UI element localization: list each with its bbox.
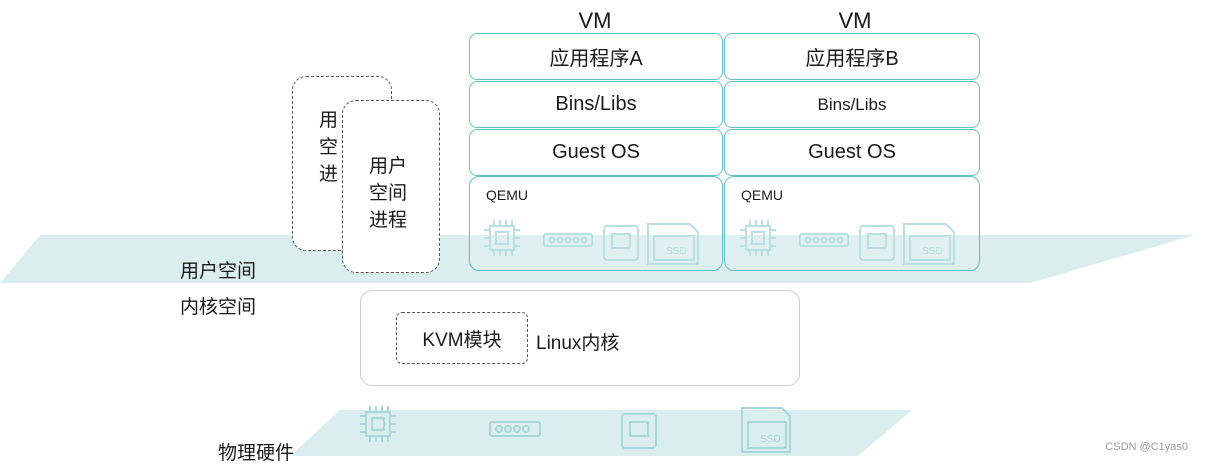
process-front-line1: 用户 [369,156,408,177]
process-front-line3: 进程 [369,210,408,231]
vm-a-title: VM [578,8,612,33]
ssd-label: SSD [666,246,687,257]
cpu-icon [360,406,396,442]
process-back-line3: 进 [319,164,339,185]
network-card-icon [603,225,639,261]
memory-icon [799,233,849,247]
linux-kernel-box [360,290,800,386]
linux-kernel-label: Linux内核 [536,333,620,354]
process-back-line2: 空 [319,137,339,158]
user-space-label: 用户空间 [180,261,257,282]
vm-b-hardware-icons: SSD [740,220,955,265]
vm-a-hardware-icons: SSD [484,220,699,265]
ssd-label: SSD [922,246,943,257]
vm-b-title: VM [838,8,872,33]
vm-b-qemu-label: QEMU [741,187,783,203]
vm-a-app: 应用程序A [469,33,723,80]
ssd-icon [647,223,699,265]
process-back-line1: 用 [319,110,339,131]
memory-icon [543,233,593,247]
user-process-front: 用户 空间 进程 [342,100,440,273]
physical-hardware-icons: SSD [360,406,791,453]
kvm-module: KVM模块 [396,312,528,364]
process-front-line2: 空间 [369,183,408,204]
vm-a-guest-os: Guest OS [469,129,723,176]
vm-b-app: 应用程序B [724,33,980,80]
cpu-icon [484,220,520,256]
kernel-space-label: 内核空间 [180,297,257,318]
ssd-icon [741,407,791,453]
vm-a-libs: Bins/Libs [469,81,723,128]
vm-a-qemu-label: QEMU [486,187,528,203]
ssd-label: SSD [760,434,781,445]
vm-b-libs: Bins/Libs [724,81,980,128]
vm-b-guest-os: Guest OS [724,129,980,176]
network-card-icon [621,413,657,449]
memory-icon [489,421,541,437]
network-card-icon [859,225,895,261]
ssd-icon [903,223,955,265]
hardware-label: 物理硬件 [218,443,295,464]
cpu-icon [740,220,776,256]
watermark: CSDN @C1yas0 [1105,441,1188,453]
